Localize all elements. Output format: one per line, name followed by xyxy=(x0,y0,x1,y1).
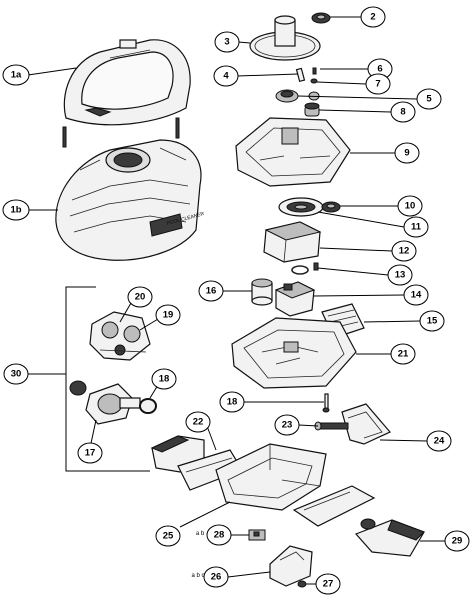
callout-13: 13 xyxy=(387,264,413,286)
callout-12: 12 xyxy=(391,240,417,262)
svg-text:11: 11 xyxy=(411,222,422,233)
part-side-panel-right xyxy=(292,485,425,557)
svg-text:20: 20 xyxy=(135,292,146,303)
part-chassis xyxy=(215,443,327,511)
callout-20: 20 xyxy=(127,286,153,308)
callout-21: 21 xyxy=(390,343,416,365)
callout-17: 17 xyxy=(77,442,103,464)
svg-text:17: 17 xyxy=(85,448,96,459)
part-axle xyxy=(314,421,349,431)
svg-text:23: 23 xyxy=(282,420,293,431)
callout-9: 9 xyxy=(394,142,420,164)
callout-19: 19 xyxy=(155,304,181,326)
svg-text:21: 21 xyxy=(398,349,409,360)
svg-text:13: 13 xyxy=(395,270,406,281)
sub-letters-28: a b xyxy=(196,531,205,537)
leader-lines xyxy=(27,16,445,585)
part-drive-gear xyxy=(278,197,324,217)
svg-text:22: 22 xyxy=(193,417,204,428)
sub-letters-26: a b c xyxy=(191,573,204,579)
svg-text:9: 9 xyxy=(404,148,409,159)
callout-11: 11 xyxy=(403,216,429,238)
callout-7: 7 xyxy=(365,73,391,95)
svg-text:28: 28 xyxy=(214,530,225,541)
callout-27: 27 xyxy=(315,573,341,595)
svg-text:8: 8 xyxy=(400,107,405,118)
part-top-nut xyxy=(311,12,331,24)
callout-6: 6 xyxy=(367,58,393,80)
svg-text:26: 26 xyxy=(211,572,222,583)
part-turbine xyxy=(69,380,141,425)
callout-18-right: 18 xyxy=(219,391,245,413)
part-motor-block xyxy=(263,221,322,263)
svg-text:1a: 1a xyxy=(11,70,22,81)
callout-3: 3 xyxy=(214,31,240,53)
svg-text:29: 29 xyxy=(452,536,463,547)
callout-24: 24 xyxy=(426,430,452,452)
svg-text:3: 3 xyxy=(224,37,229,48)
callout-16: 16 xyxy=(198,280,224,302)
part-cover-screws xyxy=(62,117,180,148)
part-bracket xyxy=(341,403,391,445)
part-impeller-cover xyxy=(249,15,321,61)
svg-text:18: 18 xyxy=(159,374,170,385)
svg-text:16: 16 xyxy=(206,286,217,297)
svg-text:25: 25 xyxy=(163,531,174,542)
callout-14: 14 xyxy=(403,284,429,306)
svg-text:1b: 1b xyxy=(10,205,21,216)
svg-text:19: 19 xyxy=(163,310,174,321)
callout-30: 30 xyxy=(3,363,29,385)
part-small-pins xyxy=(275,67,320,117)
svg-text:27: 27 xyxy=(323,579,334,590)
callout-22: 22 xyxy=(185,411,211,433)
callout-8: 8 xyxy=(390,101,416,123)
part-screw-right xyxy=(322,393,330,413)
part-clip xyxy=(248,529,266,541)
svg-text:6: 6 xyxy=(377,64,382,75)
part-base-body xyxy=(55,139,202,261)
part-pump-block xyxy=(274,281,316,317)
part-small-screw xyxy=(297,580,307,588)
svg-text:15: 15 xyxy=(427,316,438,327)
part-washer xyxy=(321,201,341,213)
callout-10: 10 xyxy=(397,195,423,217)
callout-1b: 1b xyxy=(2,199,30,221)
part-swivel-assembly xyxy=(89,311,151,361)
svg-text:18: 18 xyxy=(227,397,238,408)
svg-text:4: 4 xyxy=(223,71,229,82)
callout-15: 15 xyxy=(419,310,445,332)
svg-text:5: 5 xyxy=(426,94,432,105)
part-cylinder xyxy=(251,278,273,306)
callout-26: 26 xyxy=(203,566,229,588)
svg-text:24: 24 xyxy=(434,436,445,447)
svg-text:10: 10 xyxy=(405,201,416,212)
svg-text:7: 7 xyxy=(375,79,380,90)
part-motor-housing xyxy=(235,117,351,187)
callout-group: 1a 1b 2 3 4 6 7 5 8 9 10 11 12 13 14 16 … xyxy=(2,6,470,595)
callout-1a: 1a xyxy=(2,64,30,86)
svg-text:2: 2 xyxy=(370,12,375,23)
callout-25: 25 xyxy=(155,525,181,547)
group-30-bracket xyxy=(65,286,150,472)
callout-23: 23 xyxy=(274,414,300,436)
part-lower-housing xyxy=(231,317,357,389)
callout-29: 29 xyxy=(444,530,470,552)
part-top-cover xyxy=(63,39,191,126)
svg-text:12: 12 xyxy=(399,246,410,257)
callout-5: 5 xyxy=(416,88,442,110)
part-seal-ring xyxy=(139,398,157,414)
callout-28: 28 xyxy=(206,524,232,546)
callout-4: 4 xyxy=(213,65,239,87)
svg-text:14: 14 xyxy=(411,290,422,301)
part-base-plate xyxy=(269,545,313,587)
callout-18-left: 18 xyxy=(151,368,177,390)
part-o-ring xyxy=(291,262,319,275)
svg-text:30: 30 xyxy=(11,369,22,380)
callout-2: 2 xyxy=(360,6,386,28)
